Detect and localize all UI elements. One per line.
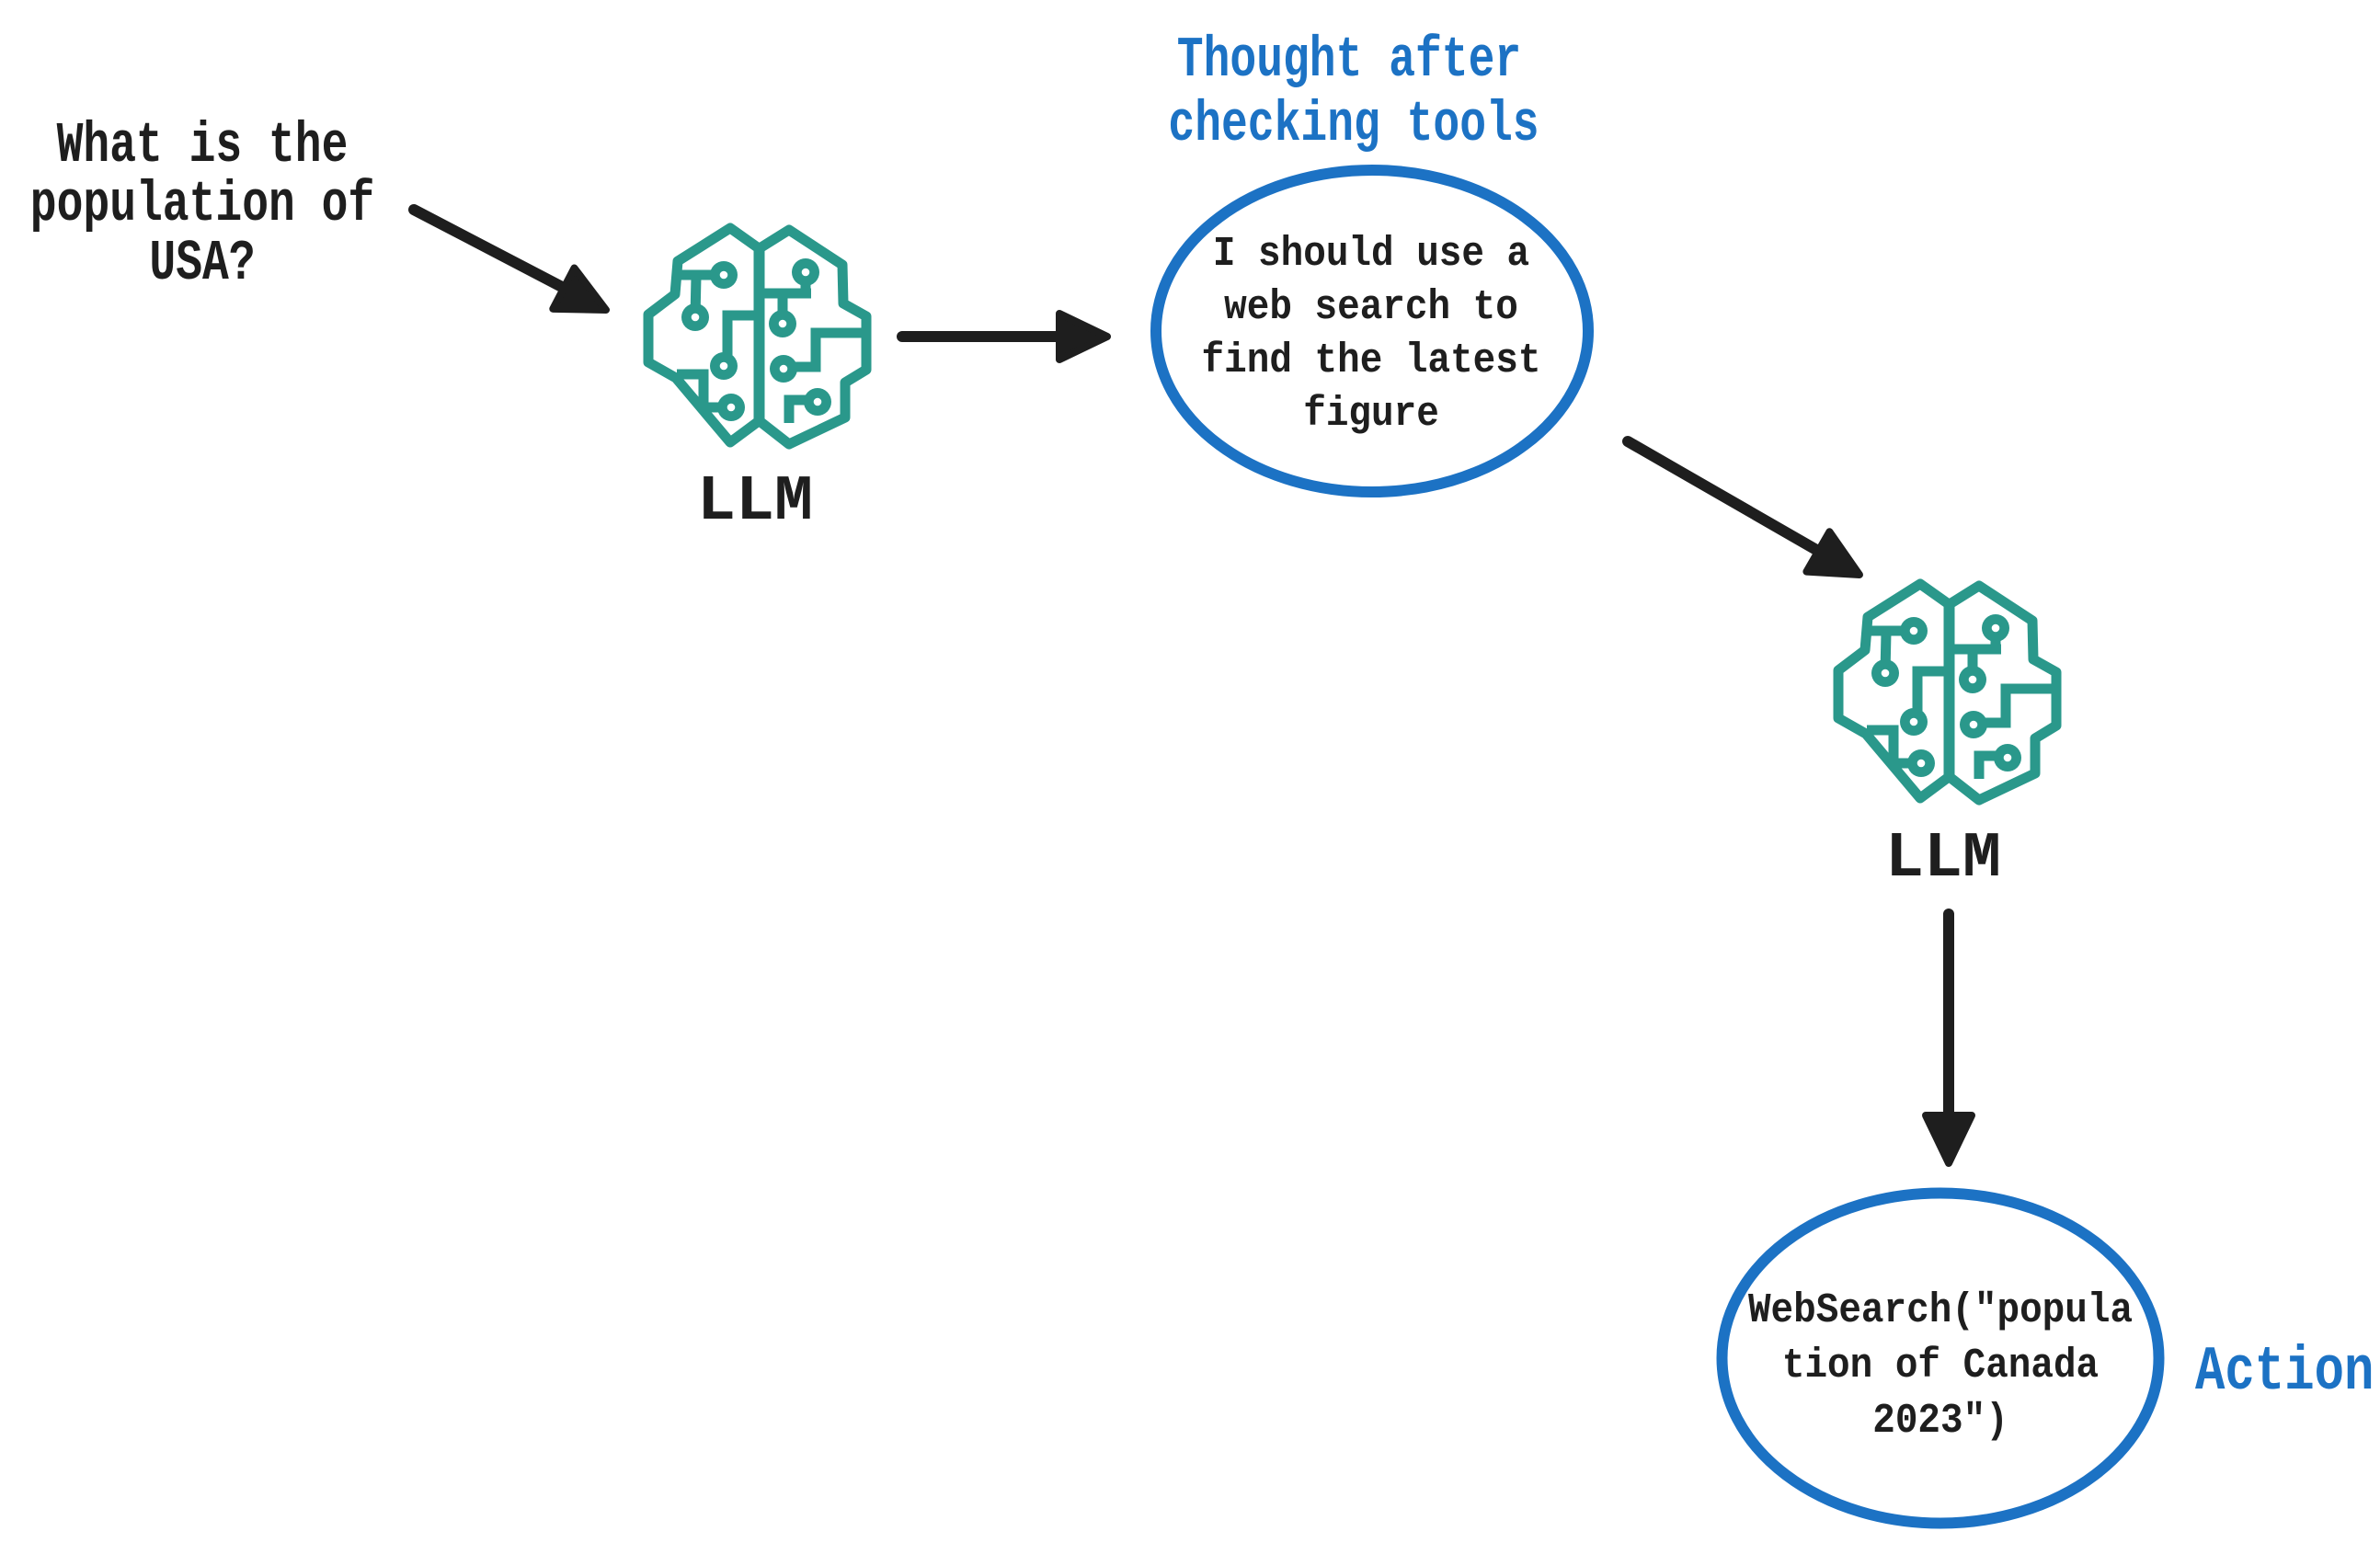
svg-text:WebSearch("popula: WebSearch("popula bbox=[1748, 1286, 2133, 1333]
svg-text:checking tools: checking tools bbox=[1168, 92, 1539, 157]
svg-text:2023"): 2023") bbox=[1872, 1397, 2008, 1444]
svg-text:Action: Action bbox=[2195, 1338, 2374, 1408]
svg-text:Thought after: Thought after bbox=[1177, 28, 1521, 93]
svg-text:USA?: USA? bbox=[149, 231, 255, 296]
svg-text:figure: figure bbox=[1303, 390, 1439, 437]
svg-text:LLM: LLM bbox=[697, 466, 813, 539]
svg-text:tion of Canada: tion of Canada bbox=[1782, 1342, 2099, 1389]
svg-text:web search to: web search to bbox=[1224, 283, 1518, 330]
svg-text:population of: population of bbox=[30, 172, 374, 237]
svg-text:find the latest: find the latest bbox=[1202, 337, 1541, 383]
svg-text:LLM: LLM bbox=[1885, 823, 2001, 896]
svg-text:What is the: What is the bbox=[57, 113, 349, 178]
svg-text:I should use a: I should use a bbox=[1213, 230, 1529, 277]
